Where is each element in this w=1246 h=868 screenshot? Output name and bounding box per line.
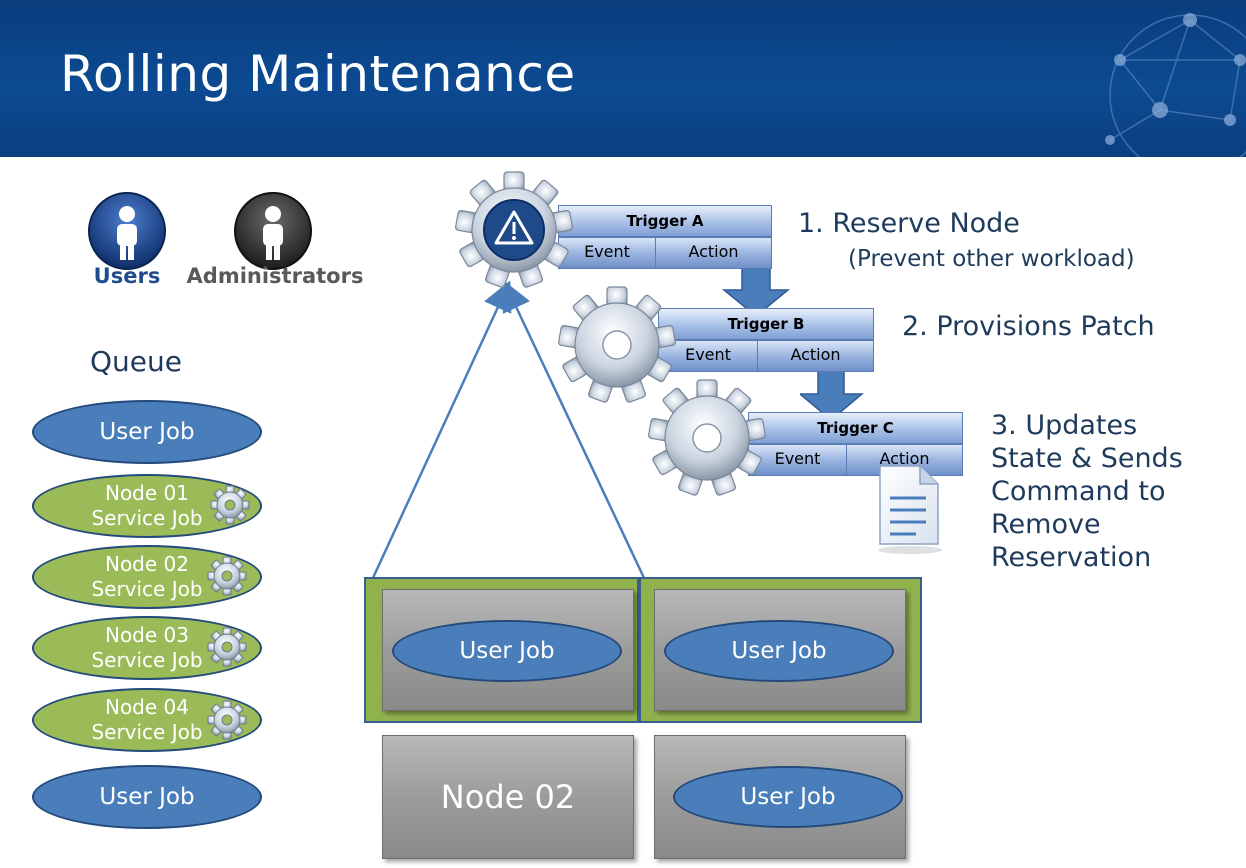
trigger-event: Event xyxy=(748,444,847,476)
gear-icon xyxy=(207,700,247,740)
step-1-subtitle: (Prevent other workload) xyxy=(848,246,1135,272)
trigger-action: Action xyxy=(757,340,874,372)
step-3-text: 3. Updates State & Sends Command to Remo… xyxy=(991,410,1183,573)
node-user-job: User Job xyxy=(392,620,622,682)
administrators-icon xyxy=(234,192,312,270)
users-label: Users xyxy=(93,264,161,288)
gear-icon xyxy=(210,485,250,525)
node-label: Node 02 xyxy=(440,778,576,816)
step-1-title: 1. Reserve Node xyxy=(798,208,1020,239)
queue-item-user-job: User Job xyxy=(32,765,262,829)
header-banner: Rolling Maintenance xyxy=(0,0,1246,157)
users-icon xyxy=(88,192,166,270)
down-arrow-icon xyxy=(722,268,791,317)
trigger-action: Action xyxy=(655,237,772,269)
trigger-event: Event xyxy=(558,237,656,269)
gear-icon xyxy=(207,627,247,667)
page-title: Rolling Maintenance xyxy=(60,45,576,103)
trigger-b: Trigger B Event Action xyxy=(658,308,874,374)
network-globe-graphic xyxy=(1105,13,1246,157)
trigger-name: Trigger A xyxy=(558,205,772,237)
node-02-tile: Node 02 xyxy=(382,735,634,859)
node-divider xyxy=(637,577,641,723)
administrators-label: Administrators xyxy=(186,264,364,288)
trigger-name: Trigger C xyxy=(748,412,963,444)
trigger-c: Trigger C Event Action xyxy=(748,412,963,478)
queue-title: Queue xyxy=(90,345,182,378)
trigger-event: Event xyxy=(658,340,758,372)
node-user-job: User Job xyxy=(664,620,894,682)
gear-icon xyxy=(207,556,247,596)
down-arrow-icon xyxy=(800,370,864,421)
trigger-a: Trigger A Event Action xyxy=(558,205,772,271)
node-user-job: User Job xyxy=(673,766,903,828)
trigger-name: Trigger B xyxy=(658,308,874,340)
document-icon xyxy=(878,465,942,554)
gear-icon xyxy=(647,379,767,497)
trigger-action: Action xyxy=(846,444,963,476)
step-2-title: 2. Provisions Patch xyxy=(902,311,1155,342)
queue-item-user-job: User Job xyxy=(32,400,262,464)
reservation-arrows xyxy=(370,280,647,581)
warning-gear-icon xyxy=(454,171,574,289)
